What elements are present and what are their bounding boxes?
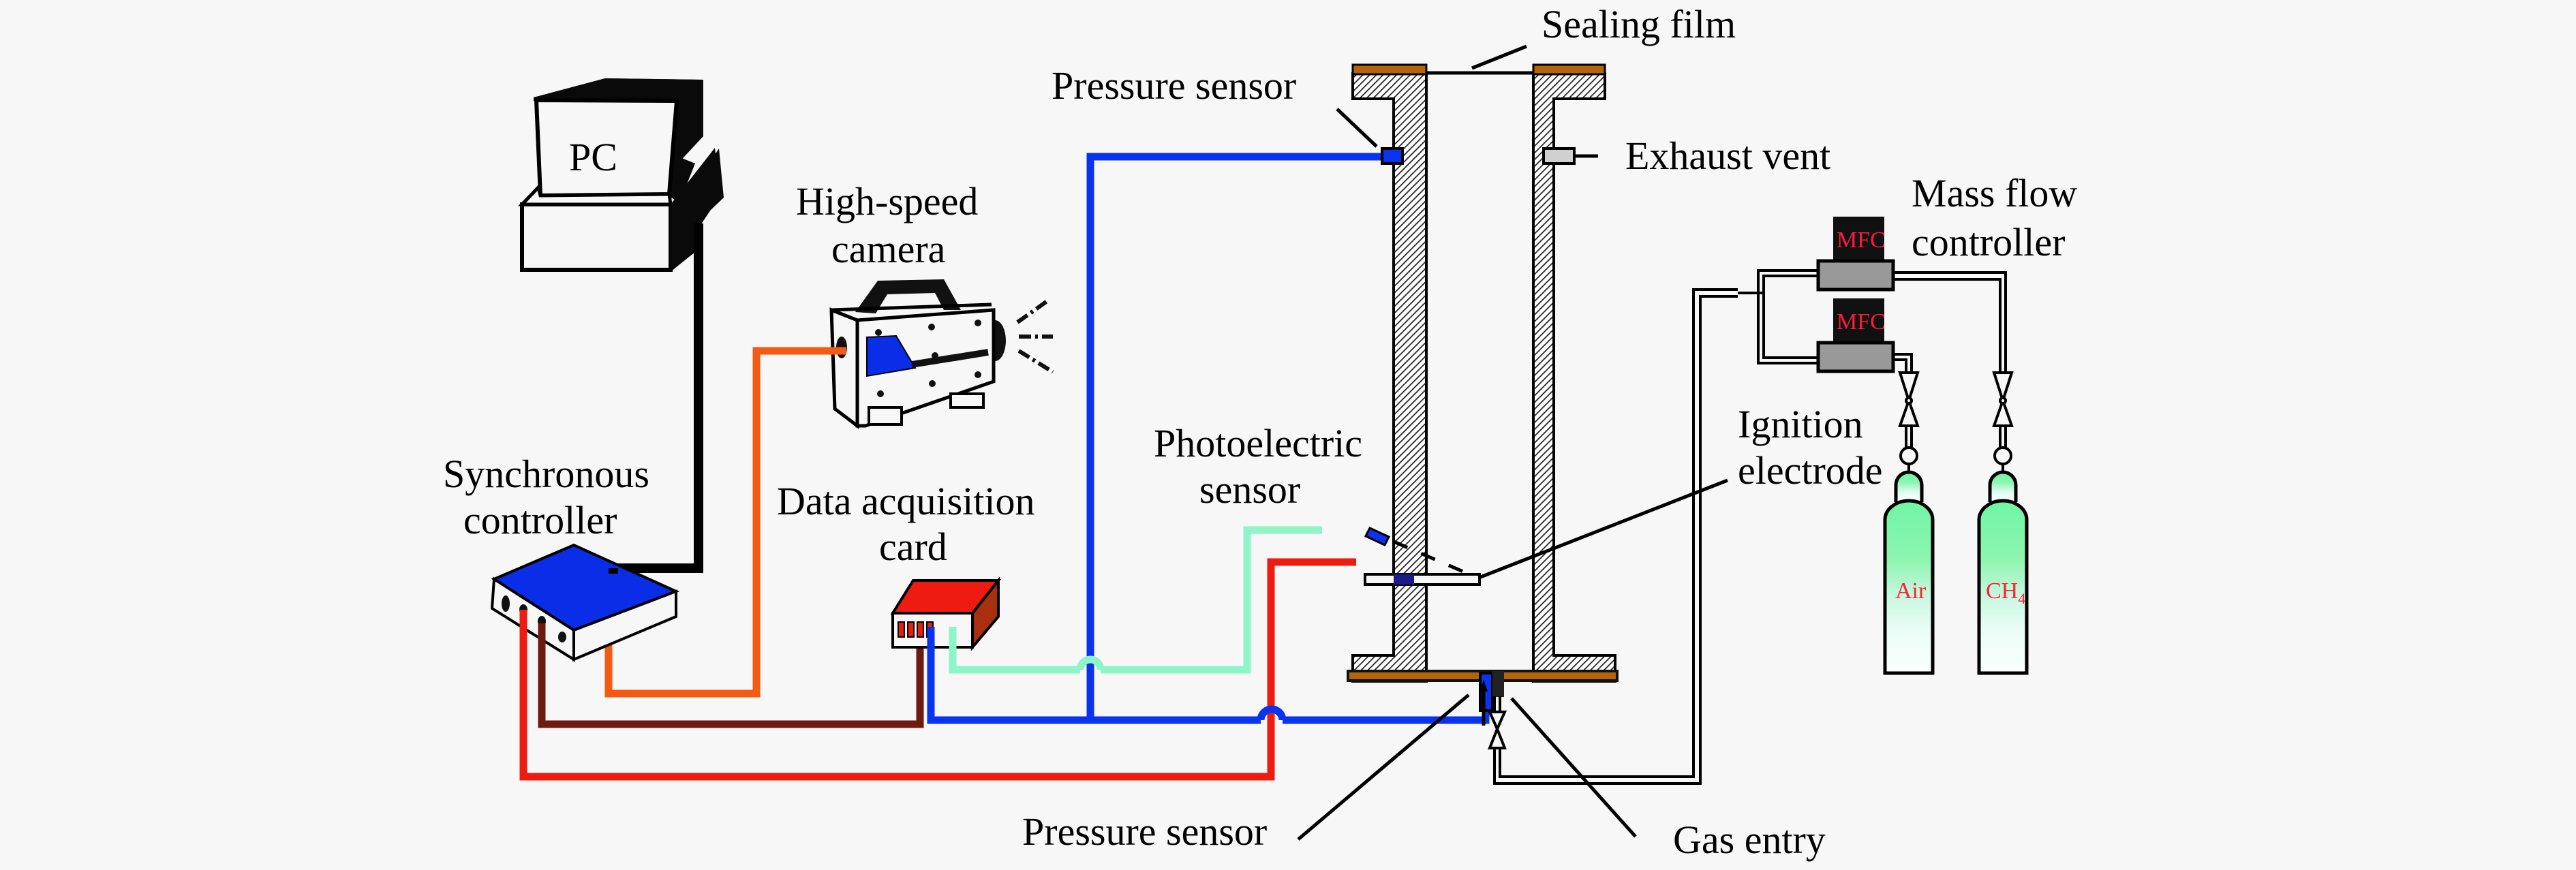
daq-label-line2: card bbox=[879, 525, 947, 569]
pc-label: PC bbox=[569, 135, 617, 179]
top-flange-right bbox=[1532, 63, 1606, 76]
synchronous-controller-icon bbox=[490, 543, 680, 662]
pressure-sensor-top-label: Pressure sensor bbox=[1052, 63, 1296, 108]
mfc-bottom-label: MFC bbox=[1837, 309, 1886, 335]
ch4-valve-icon bbox=[1992, 371, 2014, 472]
pressure-cable bbox=[927, 627, 1261, 724]
pc-icon: PC bbox=[518, 78, 724, 272]
photo-cable-hop bbox=[1076, 655, 1105, 670]
gas-supply-line bbox=[1493, 288, 1738, 785]
mfc-bottom: MFC bbox=[1816, 298, 1895, 373]
photoelectric-label-line1: Photoelectric bbox=[1154, 421, 1362, 465]
gas-inlet-valve-icon bbox=[1487, 711, 1507, 749]
pressure-cable-bottom bbox=[1283, 698, 1490, 724]
sync-controller-label-line1: Synchronous bbox=[443, 452, 649, 496]
pc-base bbox=[520, 202, 673, 272]
camera-cable bbox=[604, 347, 846, 698]
mfc-label-line2: controller bbox=[1912, 220, 2065, 264]
ch4-cylinder: CH4 bbox=[1977, 470, 2029, 675]
sync-controller-label-line2: controller bbox=[463, 498, 617, 542]
mfc-top: MFC bbox=[1816, 217, 1895, 292]
pressure-sensor-bottom-label: Pressure sensor bbox=[1022, 809, 1267, 854]
pc-cable bbox=[613, 223, 703, 573]
camera-light-rays-icon bbox=[1016, 298, 1054, 374]
sealing-film-leader bbox=[1471, 44, 1527, 70]
pressure-sensor-bottom-leader bbox=[1297, 694, 1470, 841]
pressure-sensor-top-leader bbox=[1336, 108, 1378, 148]
ignition-electrode bbox=[1364, 573, 1481, 586]
mfc-manifold bbox=[1738, 269, 1818, 364]
gas-entry-label: Gas entry bbox=[1673, 818, 1826, 862]
air-cylinder-label: Air bbox=[1895, 578, 1927, 604]
pressure-cable-hop bbox=[1257, 705, 1287, 721]
photo-cable bbox=[949, 627, 1080, 674]
photo-cable-2 bbox=[1101, 526, 1322, 674]
trigger-cable bbox=[538, 623, 924, 728]
mfc-label-line1: Mass flow bbox=[1912, 171, 2077, 215]
air-valve-icon bbox=[1898, 371, 1920, 472]
camera-label-line2: camera bbox=[831, 227, 945, 271]
ignition-electrode-leader bbox=[1478, 478, 1728, 580]
exhaust-vent-label: Exhaust vent bbox=[1625, 134, 1830, 178]
cylinder-supply-lines bbox=[1893, 271, 2007, 371]
ch4-cylinder-label: CH4 bbox=[1986, 578, 2025, 607]
flow-arrow-icon bbox=[1479, 680, 1488, 726]
pressure-cable-top bbox=[1086, 153, 1387, 720]
sealing-film-label: Sealing film bbox=[1542, 2, 1736, 46]
gas-inlet-port bbox=[1492, 671, 1504, 697]
combustion-tube bbox=[1347, 63, 1619, 683]
ignition-cable bbox=[519, 558, 1356, 781]
photoelectric-label-line2: sensor bbox=[1199, 467, 1300, 512]
photoelectric-sensor bbox=[1364, 527, 1391, 546]
air-cylinder: Air bbox=[1883, 470, 1935, 675]
exhaust-vent bbox=[1542, 147, 1576, 165]
ignition-label-line1: Ignition bbox=[1738, 402, 1863, 446]
top-flange-left bbox=[1351, 63, 1428, 76]
gas-entry-leader bbox=[1510, 697, 1637, 838]
daq-label-line1: Data acquisition bbox=[777, 479, 1035, 523]
ignition-label-line2: electrode bbox=[1738, 448, 1883, 493]
pressure-sensor-top bbox=[1381, 147, 1404, 165]
data-acquisition-card-icon bbox=[890, 576, 1002, 651]
high-speed-camera-icon bbox=[829, 279, 1006, 430]
mfc-top-label: MFC bbox=[1837, 228, 1886, 253]
camera-label-line1: High-speed bbox=[796, 179, 978, 223]
